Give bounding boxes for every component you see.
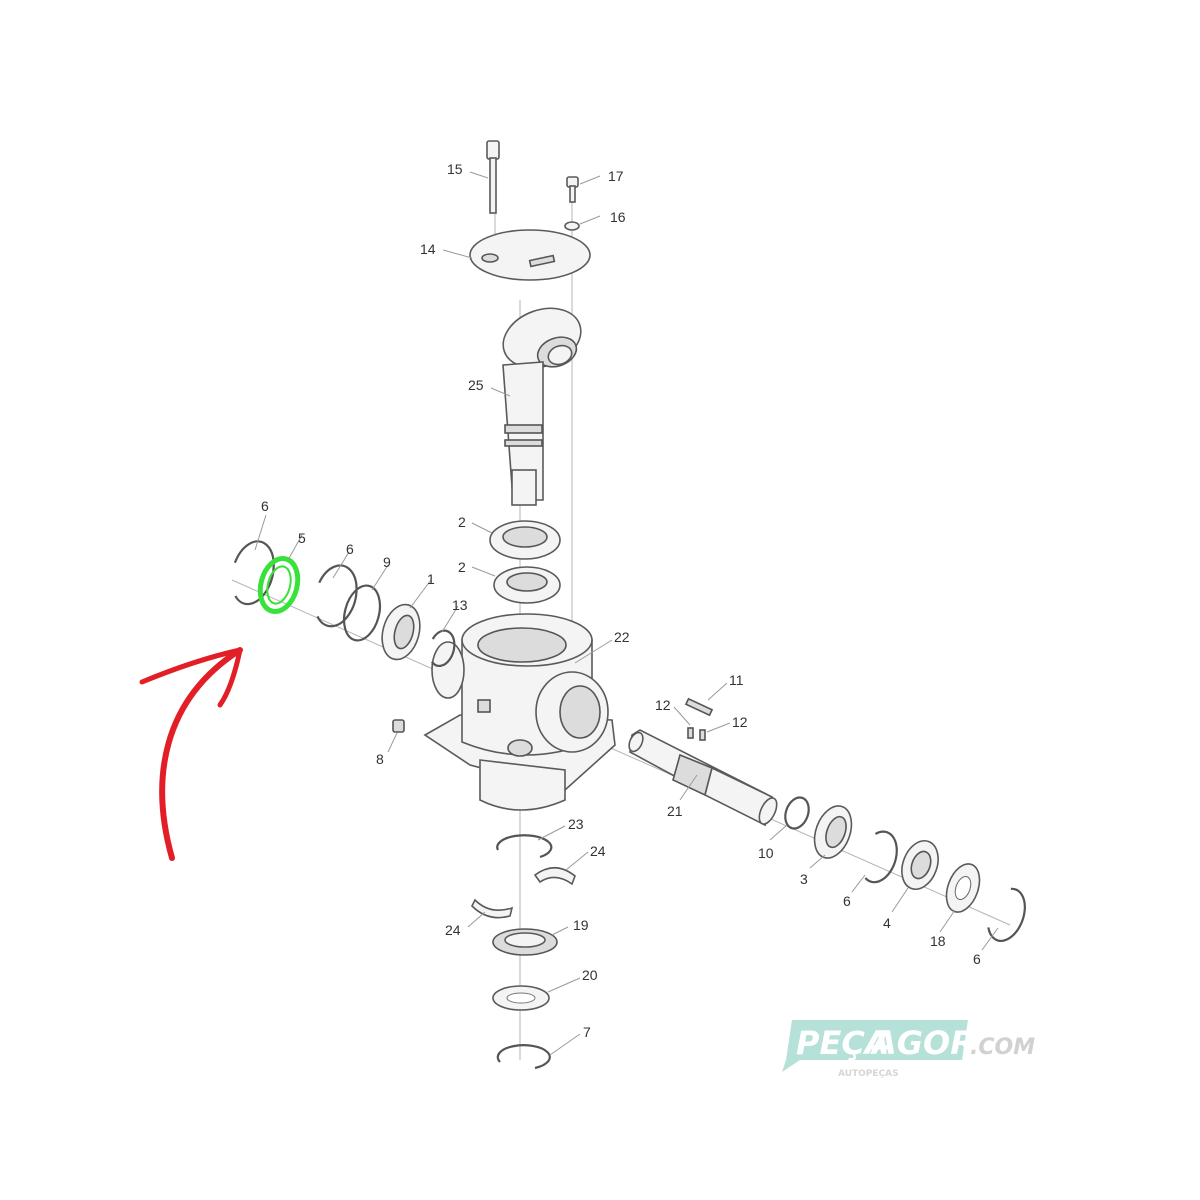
- horizontal-axis-left: [231, 579, 1011, 926]
- watermark-suffix: .COM: [970, 1035, 1035, 1060]
- label-24-lower: 24: [445, 922, 461, 938]
- label-4: 4: [883, 915, 891, 931]
- label-21: 21: [667, 803, 683, 819]
- label-13: 13: [452, 597, 468, 613]
- part-15-bolt: [486, 140, 500, 214]
- label-20: 20: [582, 967, 598, 983]
- label-2-upper: 2: [458, 514, 466, 530]
- part-2-bearing-lower: [493, 566, 561, 604]
- label-14: 14: [420, 241, 436, 257]
- label-25: 25: [468, 377, 484, 393]
- part-6-circlip-right-outer: [987, 887, 1026, 942]
- label-11: 11: [729, 672, 744, 688]
- part-number-labels: 15 17 16 14 25 2 2 6 5 6 9 1 13 22 11 12…: [261, 161, 981, 1040]
- label-9: 9: [383, 554, 391, 570]
- part-12-pin-right: [699, 729, 706, 741]
- part-8-plug: [392, 719, 405, 733]
- part-3-bearing: [813, 805, 853, 859]
- label-10: 10: [758, 845, 774, 861]
- part-7-circlip: [496, 1044, 551, 1070]
- part-6-circlip-left-inner: [316, 564, 358, 628]
- label-6-left-inner: 6: [346, 541, 354, 557]
- part-23-circlip: [496, 834, 553, 859]
- part-22-gearbox-housing: [423, 613, 616, 811]
- part-1-bearing: [381, 603, 421, 661]
- label-19: 19: [573, 917, 589, 933]
- label-8: 8: [376, 751, 384, 767]
- assembly-axes: [231, 150, 1011, 1060]
- part-13-ring: [430, 629, 456, 668]
- label-23: 23: [568, 816, 584, 832]
- part-4-seal: [901, 839, 939, 891]
- label-22: 22: [614, 629, 630, 645]
- part-2-bearing-upper: [489, 520, 561, 560]
- label-5: 5: [298, 530, 306, 546]
- part-19-seal: [492, 928, 558, 956]
- part-25-bevel-gear-shaft: [502, 307, 582, 506]
- part-5-seal-highlighted: [257, 556, 301, 614]
- label-2-lower: 2: [458, 559, 466, 575]
- part-16-washer: [564, 221, 580, 231]
- part-21-splined-shaft: [628, 729, 778, 827]
- label-3: 3: [800, 871, 808, 887]
- part-6-circlip-right-inner: [864, 830, 898, 884]
- label-24-upper: 24: [590, 843, 606, 859]
- part-11-key: [684, 697, 714, 717]
- label-16: 16: [610, 209, 626, 225]
- label-1: 1: [427, 571, 435, 587]
- red-arrow-annotation: [139, 647, 243, 861]
- label-15: 15: [447, 161, 463, 177]
- part-10-washer: [784, 796, 810, 830]
- watermark-tagline: AUTOPEÇAS: [838, 1069, 899, 1079]
- label-6-left-outer: 6: [261, 498, 269, 514]
- watermark-brand-left: PEÇA: [796, 1024, 890, 1062]
- part-24-half-ring-lower: [471, 898, 514, 919]
- label-18: 18: [930, 933, 946, 949]
- leader-lines: [254, 171, 999, 1056]
- watermark-brand-right: AGORA: [869, 1024, 1000, 1062]
- label-12-right: 12: [732, 714, 748, 730]
- watermark-logo: PEÇA AGORA .COM AUTOPEÇAS: [782, 1020, 1035, 1079]
- label-12-left: 12: [655, 697, 671, 713]
- label-17: 17: [608, 168, 624, 184]
- label-6-right-inner: 6: [843, 893, 851, 909]
- label-7: 7: [583, 1024, 591, 1040]
- part-14-cover-plate: [469, 229, 591, 281]
- part-12-pin-left: [687, 727, 694, 739]
- part-9-shim: [342, 584, 382, 642]
- part-17-bolt: [566, 176, 579, 203]
- part-24-half-ring-upper: [533, 866, 576, 886]
- label-6-right-outer: 6: [973, 951, 981, 967]
